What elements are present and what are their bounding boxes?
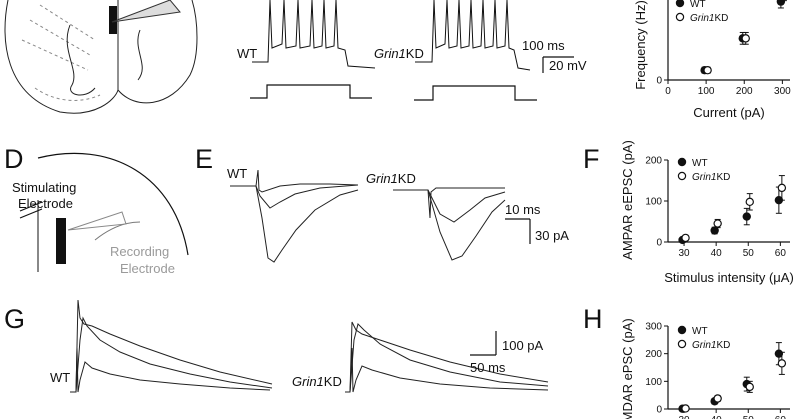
chart-c-point-kd (741, 34, 750, 43)
b-scale-time: 100 ms (522, 38, 565, 53)
b-kd-label: Grin1KD (374, 46, 424, 61)
g-kd-traces (345, 321, 549, 393)
chart-h-legend-label: WT (692, 326, 708, 337)
chart-f-x-tick-label: 40 (711, 248, 723, 259)
chart-f-x-tick-label: 60 (775, 248, 787, 259)
chart-c-legend-marker (675, 0, 685, 8)
chart-c-x-tick-label: 100 (698, 86, 715, 97)
b-kd-trace (415, 0, 531, 71)
chart-f-y-tick-label: 0 (656, 238, 662, 249)
chart-f-legend-marker (677, 171, 687, 181)
g-wt-traces (70, 299, 273, 393)
stim-label-2: Electrode (18, 196, 73, 211)
g-wt-label: WT (50, 370, 70, 385)
chart-c-x-tick-label: 0 (665, 86, 671, 97)
g-scale-amp: 100 pA (502, 338, 544, 353)
chart-f-legend-marker (677, 157, 687, 167)
chart-f-x-tick-label: 50 (743, 248, 755, 259)
schaffer-curve-d (94, 221, 141, 241)
chart-h-y-tick-label: 300 (645, 322, 662, 333)
panel-d-letter: D (4, 144, 24, 174)
e-scale-time: 10 ms (505, 202, 541, 217)
panel-e-letter: E (195, 144, 213, 174)
electrode-block-a (109, 6, 117, 34)
chart-f: 0 100 200 30 40 50 60 AMPAR eEPSC (pA) Stimulus … (620, 140, 794, 285)
chart-h: 0 100 200 300 30 40 50 60 NMDAR ePSC (pA) WT Grin1… (620, 318, 790, 419)
chart-c-y-tick-label: 0 (656, 76, 662, 87)
chart-c-point-wt (776, 0, 786, 6)
chart-f-legend-label: WT (692, 158, 708, 169)
chart-h-y-tick-label: 100 (645, 377, 662, 388)
rec-label-2: Electrode (120, 261, 175, 276)
chart-h-x-tick-label: 60 (775, 415, 787, 419)
chart-h-point-kd (681, 404, 690, 413)
stim-electrode-d2 (19, 208, 43, 219)
g-scale-time: 50 ms (470, 360, 506, 375)
rec-label-1: Recording (110, 244, 169, 259)
chart-h-y-label: NMDAR ePSC (pA) (620, 318, 635, 419)
chart-h-x-tick-label: 50 (743, 415, 755, 419)
stim-label-1: Stimulating (12, 180, 76, 195)
pipette-a (111, 0, 181, 23)
chart-f-y-tick-label: 100 (645, 197, 662, 208)
chart-c-point-kd (703, 65, 712, 75)
panel-h-letter: H (583, 304, 603, 334)
chart-f-point-kd (681, 233, 690, 243)
chart-f-legend-label: Grin1KD (692, 172, 730, 183)
e-wt-label: WT (227, 166, 247, 181)
e-scale-amp: 30 pA (535, 228, 569, 243)
chart-c-legend-marker (675, 12, 685, 22)
chart-f-point-kd (745, 197, 754, 207)
chart-h-x-tick-label: 30 (678, 415, 690, 419)
chart-c-x-label: Current (pA) (693, 105, 765, 120)
chart-h-point-kd (745, 382, 754, 392)
g-kd-label: Grin1KD (292, 374, 342, 389)
e-kd-label: Grin1KD (366, 171, 416, 186)
chart-f-x-label: Stimulus intensity (μA) (664, 270, 794, 285)
e-kd-traces (393, 187, 506, 261)
electrode-block-d (56, 218, 66, 264)
chart-h-legend-label: Grin1KD (692, 340, 730, 351)
panel-g-letter: G (4, 304, 25, 334)
slice-outline-d (37, 152, 189, 256)
b-wt-label: WT (237, 46, 257, 61)
chart-h-legend-marker (677, 339, 687, 349)
chart-h-y-tick-label: 200 (645, 349, 662, 360)
chart-h-legend-marker (677, 325, 687, 335)
panel-f-letter: F (583, 144, 600, 174)
brain-slice-diagram (4, 0, 198, 114)
chart-c-y-label: Frequency (Hz) (633, 0, 648, 90)
chart-f-point-kd (777, 183, 787, 193)
chart-c-legend-label: WT (690, 0, 706, 10)
b-wt-trace (252, 0, 376, 69)
chart-c: 00 100 200 300 Frequency (Hz) Current (pA) WT G… (633, 0, 791, 120)
chart-h-point-kd (777, 359, 787, 368)
chart-c-x-tick-label: 200 (736, 86, 753, 97)
chart-f-point-kd (713, 219, 722, 228)
chart-f-point-wt (742, 212, 751, 221)
chart-f-y-label: AMPAR eEPSC (pA) (620, 140, 635, 260)
chart-c-legend-label: Grin1KD (690, 13, 728, 24)
chart-h-y-tick-label: 0 (656, 405, 662, 416)
rec-pipette-d (67, 211, 127, 231)
chart-f-y-tick-label: 200 (645, 156, 662, 167)
b-kd-step (414, 85, 537, 101)
b-scale-volt: 20 mV (549, 58, 587, 73)
chart-h-point-kd (713, 394, 722, 403)
chart-h-x-tick-label: 40 (711, 415, 723, 419)
e-wt-traces (230, 169, 359, 263)
chart-c-x-tick-label: 300 (774, 86, 791, 97)
chart-f-point-wt (710, 226, 719, 235)
stim-electrode-d1 (19, 201, 43, 212)
chart-f-x-tick-label: 30 (678, 248, 690, 259)
b-wt-step (250, 84, 372, 99)
